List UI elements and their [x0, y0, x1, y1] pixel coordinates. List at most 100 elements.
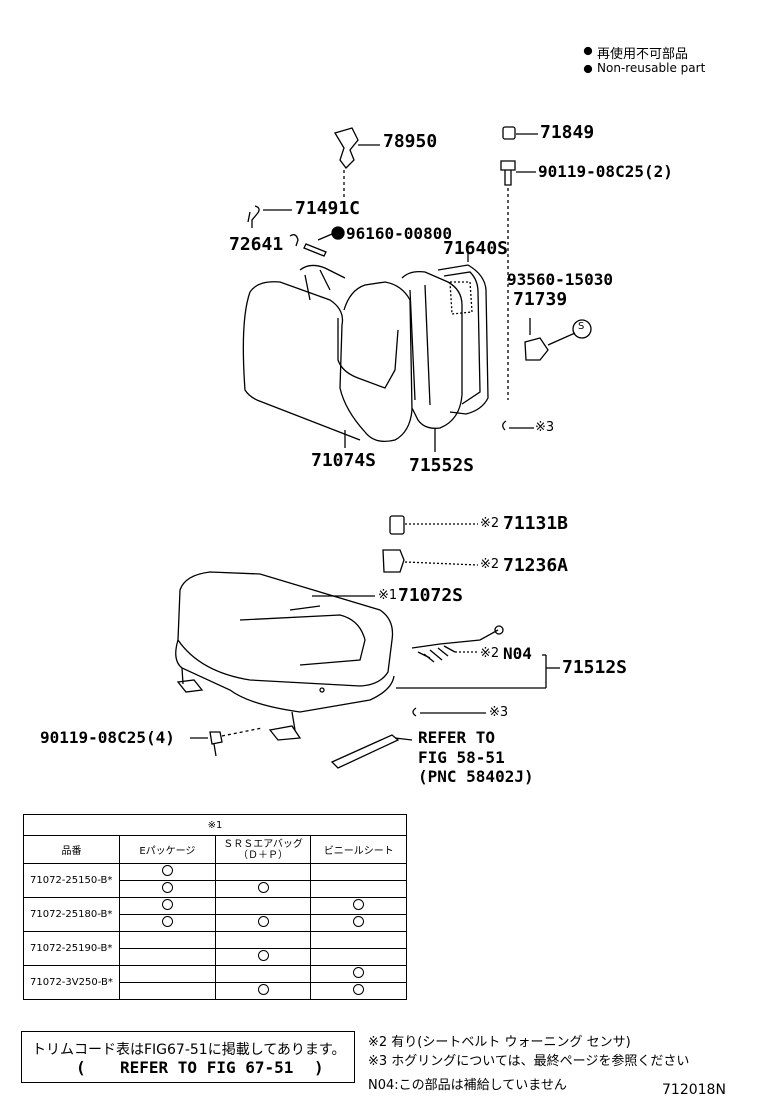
table-cell	[310, 965, 407, 983]
table-cell	[119, 948, 216, 966]
footnote-3: ※3 ホグリングについては、最終ページを参照ください	[368, 1054, 690, 1069]
table-header-srs: ＳＲＳエアバッグ （Ｄ＋Ｐ）	[214, 835, 312, 864]
table-cell	[214, 863, 312, 881]
s-ring-icon	[572, 319, 592, 339]
trim-close: )	[314, 1058, 324, 1077]
legend-ja: 再使用不可部品	[597, 47, 689, 62]
table-part-number: 71072-25190-B*	[22, 931, 121, 966]
table-row	[24, 948, 407, 966]
applicable-circle-icon	[353, 967, 365, 978]
foot-left	[176, 679, 204, 693]
table-row	[24, 982, 407, 1000]
table-cell	[214, 965, 312, 983]
trim-line1: トリムコード表はFIG67-51に掲載してあります。	[32, 1042, 346, 1058]
figure-id: 712018N	[662, 1082, 726, 1098]
seatbelt-strap	[330, 734, 400, 769]
applicable-circle-icon	[161, 882, 173, 893]
trim-open: (	[76, 1058, 86, 1077]
mark-2-N04: ※2	[480, 646, 500, 661]
applicable-circle-icon	[257, 950, 269, 961]
part-label-72641: 72641	[229, 234, 284, 255]
hog-ring-lower	[412, 707, 417, 717]
part-71131B	[389, 515, 405, 535]
hog-ring-upper	[502, 420, 507, 431]
part-label-71512S: 71512S	[562, 657, 628, 678]
table-cell	[310, 880, 407, 898]
table-header-vinyl: ビニールシート	[310, 835, 407, 864]
table-cell	[310, 897, 407, 915]
table-cell	[119, 931, 216, 949]
table-part-number: 71072-25180-B*	[22, 897, 121, 932]
mark-3-lower: ※3	[489, 705, 509, 720]
table-cell	[119, 965, 216, 983]
part-label-90119-2: 90119-08C25(2)	[538, 162, 673, 181]
part-label-71849: 71849	[540, 122, 595, 143]
bracket-78950	[334, 127, 359, 169]
table-cell	[214, 982, 312, 1000]
applicable-circle-icon	[161, 899, 173, 910]
part-label-71552S: 71552S	[409, 455, 475, 476]
legend-dot-icon-2	[583, 64, 593, 74]
part-label-71236A: 71236A	[503, 555, 569, 576]
bolt-90119	[500, 160, 516, 186]
table-cell	[310, 863, 407, 881]
table-title: ※1	[23, 814, 407, 836]
harness-N04	[411, 629, 499, 663]
seat-cushion-cover-71072S	[177, 571, 394, 687]
option-table: ※1 品番 Eパッケージ ＳＲＳエアバッグ （Ｄ＋Ｐ） ビニールシート 7107…	[22, 814, 407, 1000]
table-cell	[310, 982, 407, 1000]
refer-line3: (PNC 58402J)	[418, 767, 534, 786]
mark-2-71236A: ※2	[480, 557, 500, 572]
part-label-78950: 78950	[383, 131, 438, 152]
seatback-pad-71552S	[401, 270, 463, 429]
ring-96160	[331, 226, 345, 240]
table-cell	[214, 948, 312, 966]
table-cell	[119, 897, 216, 915]
table-cell	[119, 863, 216, 881]
part-label-71640S: 71640S	[443, 238, 509, 259]
table-row: 71072-3V250-B*	[22, 965, 407, 1000]
part-label-71072S: 71072S	[398, 585, 464, 606]
applicable-circle-icon	[257, 984, 269, 995]
table-cell	[119, 982, 216, 1000]
seatback-cover-71074S	[249, 281, 413, 443]
trim-code-box: トリムコード表はFIG67-51に掲載してあります。 ( REFER TO FI…	[21, 1031, 355, 1083]
footnote-n04: N04:この部品は補給していません	[368, 1078, 567, 1093]
part-label-71131B: 71131B	[503, 513, 569, 534]
table-cell	[119, 914, 216, 932]
part-label-71739: 71739	[513, 289, 568, 310]
applicable-circle-icon	[257, 882, 269, 893]
applicable-circle-icon	[257, 916, 269, 927]
table-cell	[119, 880, 216, 898]
applicable-circle-icon	[353, 899, 365, 910]
table-row: 71072-25190-B*	[22, 931, 407, 966]
table-cell	[214, 880, 312, 898]
table-header-e-package: Eパッケージ	[119, 835, 216, 864]
table-cell	[310, 931, 407, 949]
knob-71739	[524, 337, 549, 361]
applicable-circle-icon	[161, 916, 173, 927]
cap-71849	[502, 126, 516, 140]
refer-line2: FIG 58-51	[418, 748, 505, 767]
applicable-circle-icon	[353, 916, 365, 927]
table-cell	[214, 931, 312, 949]
table-part-number: 71072-3V250-B*	[22, 965, 121, 1000]
applicable-circle-icon	[353, 984, 365, 995]
clip-71491C	[247, 205, 260, 228]
table-cell	[214, 914, 312, 932]
part-label-90119-4: 90119-08C25(4)	[40, 728, 175, 747]
mark-2-71131B: ※2	[480, 516, 500, 531]
bolt-90119-4	[209, 731, 223, 757]
clip-72641	[289, 234, 299, 247]
s-ring-label: S	[578, 321, 585, 332]
table-cell	[310, 914, 407, 932]
foot-right	[268, 725, 302, 741]
footnote-2: ※2 有り(シートベルト ウォーニング センサ)	[368, 1035, 631, 1050]
table-row	[24, 914, 407, 932]
seatback-frame-71640S	[437, 264, 489, 415]
trim-line2: REFER TO FIG 67-51	[120, 1058, 294, 1077]
part-label-71491C: 71491C	[295, 198, 361, 219]
table-cell	[214, 897, 312, 915]
applicable-circle-icon	[161, 865, 173, 876]
